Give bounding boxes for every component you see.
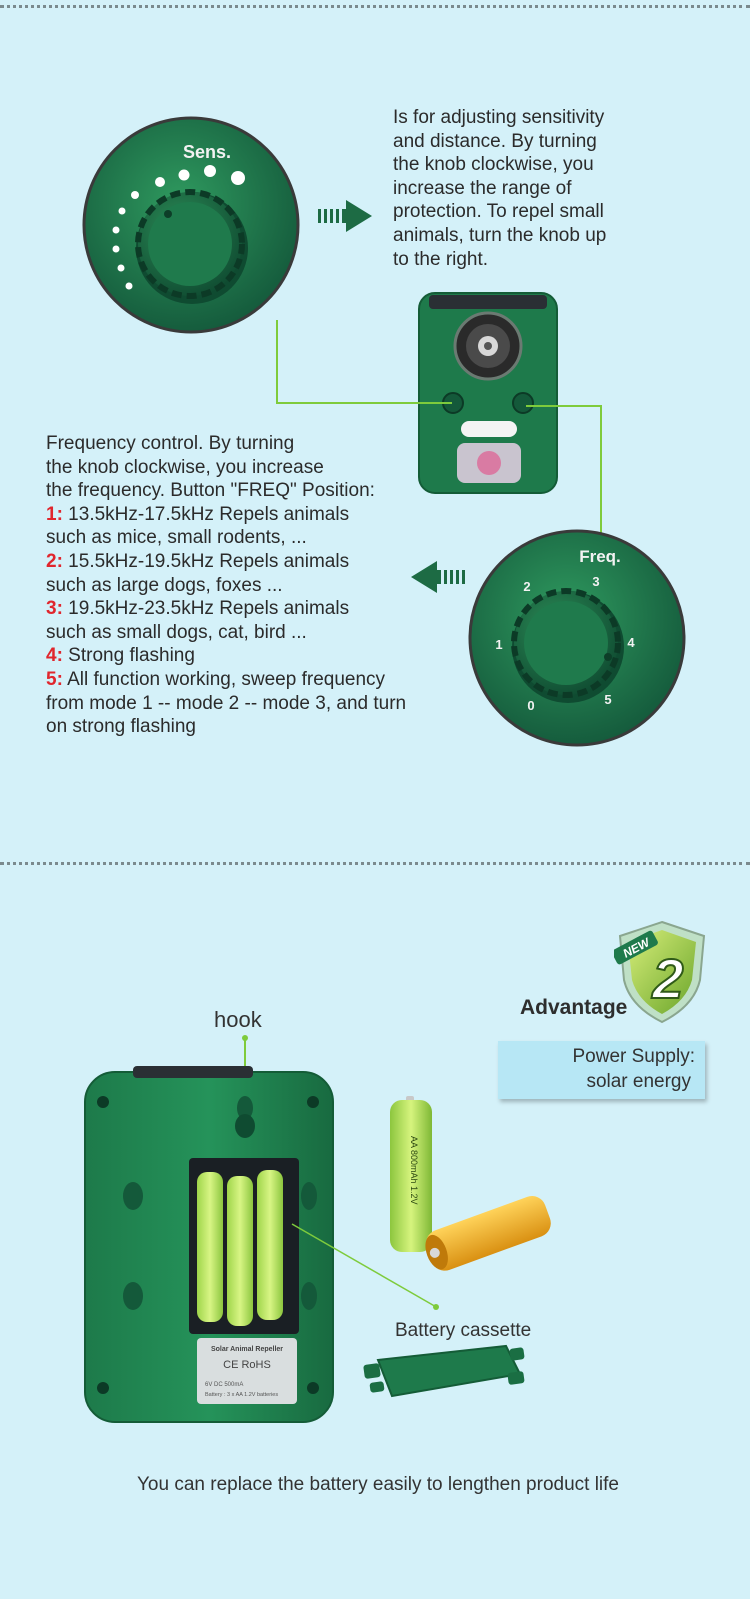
- mode-2: 2: 15.5kHz-19.5kHz Repels animals: [46, 550, 350, 572]
- freq-connector-horizontal: [526, 405, 602, 407]
- freq-connector-vertical: [600, 405, 602, 535]
- svg-text:4: 4: [627, 635, 635, 650]
- hook-label: hook: [214, 1007, 262, 1032]
- battery-caption: You can replace the battery easily to le…: [136, 1474, 619, 1495]
- new-2-badge: NEW 2: [611, 918, 710, 1026]
- battery-cassette-image: [358, 1344, 530, 1404]
- mode-4: 4: Strong flashing: [46, 645, 195, 667]
- device-label-marks: CE RoHS: [223, 1359, 271, 1371]
- svg-text:5: 5: [604, 692, 611, 707]
- battery-cassette-label: Battery cassette: [395, 1320, 532, 1341]
- power-supply-line-2: solar energy: [586, 1071, 691, 1092]
- repeller-device-front-image: [417, 291, 559, 495]
- sens-label: Sens.: [183, 142, 231, 162]
- advantage-label: Advantage: [520, 996, 628, 1019]
- svg-text:3: 3: [592, 574, 599, 589]
- loose-batteries-image: AA 800mAh 1.2V: [384, 1096, 554, 1282]
- top-dotted-divider: [0, 5, 750, 8]
- left-arrow-icon: [411, 561, 465, 593]
- freq-description: Frequency control. By turning the knob c…: [46, 432, 446, 739]
- svg-text:1: 1: [495, 637, 502, 652]
- mode-5: 5: All function working, sweep frequency: [46, 668, 386, 690]
- sens-description: Is for adjusting sensitivity and distanc…: [393, 107, 607, 270]
- freq-knob-image: Freq. 2 3 1 4 0 5: [468, 529, 686, 747]
- device-label-title: Solar Animal Repeller: [211, 1346, 283, 1353]
- right-arrow-icon: [318, 200, 372, 232]
- cassette-pointer-line: [290, 1222, 440, 1312]
- repeller-device-back-image: Solar Animal Repeller CE RoHS 6V DC 500m…: [83, 1066, 335, 1424]
- mode-3: 3: 19.5kHz-23.5kHz Repels animals: [46, 598, 350, 620]
- svg-text:0: 0: [527, 698, 534, 713]
- mode-1: 1: 13.5kHz-17.5kHz Repels animals: [46, 503, 350, 525]
- power-supply-box: Power Supply: solar energy: [498, 1041, 705, 1099]
- sens-connector-horizontal: [276, 402, 452, 404]
- badge-number: 2: [651, 947, 683, 1010]
- svg-text:2: 2: [523, 579, 530, 594]
- power-supply-line-1: Power Supply:: [572, 1046, 695, 1067]
- battery-text: AA 800mAh 1.2V: [409, 1136, 419, 1205]
- sens-connector-vertical: [276, 320, 278, 404]
- device-label-spec-1: 6V DC 500mA: [205, 1382, 243, 1388]
- device-label-spec-2: Battery : 3 x AA 1.2V batteries: [205, 1392, 278, 1398]
- sens-knob-image: Sens.: [82, 116, 300, 334]
- freq-label: Freq.: [579, 547, 621, 566]
- middle-dotted-divider: [0, 862, 750, 865]
